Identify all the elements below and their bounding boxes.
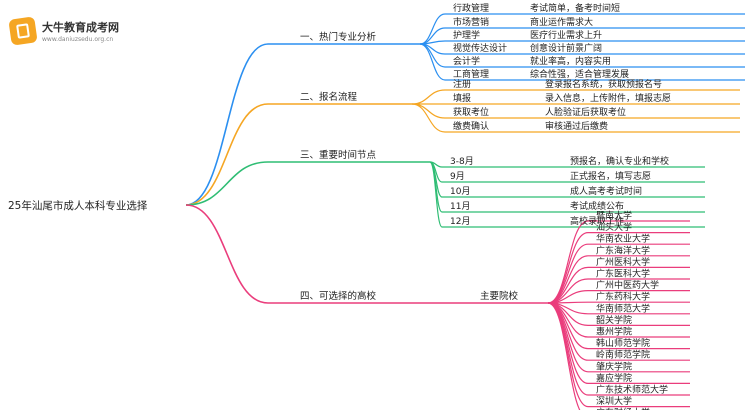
school-18-label: 广东财经大学 [596, 407, 650, 410]
branch-1-item-5-name: 会计学 [453, 55, 480, 67]
branch-4-label: 四、可选择的高校 [300, 290, 377, 302]
branch-1-label: 一、热门专业分析 [300, 31, 377, 43]
branch-3-item-1-name: 3-8月 [450, 156, 474, 167]
branch-2-item-4-connector [411, 103, 446, 133]
branch-2-label: 二、报名流程 [300, 91, 358, 103]
school-5-label: 广州医科大学 [596, 256, 650, 268]
branch-3-item-5-name: 12月 [450, 216, 470, 227]
branch-1-item-4-name: 视觉传达设计 [453, 42, 507, 54]
branch-1-item-1-desc: 考试简单，备考时间短 [530, 2, 620, 14]
branch-2-item-4-desc: 审核通过后缴费 [545, 120, 608, 132]
school-14-label: 肇庆学院 [596, 360, 632, 372]
school-1-label: 暨南大学 [596, 210, 632, 222]
branch-3-item-4-name: 11月 [450, 201, 470, 212]
branch-2-item-1-name: 注册 [453, 78, 471, 90]
branch-1-item-6-connector [419, 43, 446, 81]
branch-1-item-4-desc: 创意设计前景广阔 [530, 42, 602, 54]
branch-1-item-2-desc: 商业运作需求大 [530, 16, 593, 28]
branch-1-item-3-desc: 医疗行业需求上升 [530, 29, 602, 41]
branch-3-connector [185, 161, 269, 206]
branch-1-item-6-name: 工商管理 [453, 68, 489, 80]
branch-3-label: 三、重要时间节点 [300, 149, 377, 161]
branch-2-item-3-name: 获取考位 [453, 106, 489, 118]
school-10-label: 韶关学院 [596, 314, 632, 326]
school-18-connector [547, 302, 581, 410]
branch-3-item-5-connector [429, 161, 443, 228]
branch-2-item-1-connector [411, 89, 446, 105]
root-node-label: 25年汕尾市成人本科专业选择 [8, 199, 148, 212]
branch-3-item-2-desc: 正式报名，填写志愿 [570, 170, 651, 182]
branch-2-item-4-name: 缴费确认 [453, 120, 489, 132]
branch-1-connector [185, 43, 269, 206]
school-16-label: 广东技术师范大学 [596, 384, 668, 396]
branch-1-item-5-desc: 就业率高，内容实用 [530, 55, 611, 67]
school-17-label: 深圳大学 [596, 395, 632, 407]
school-12-label: 韩山师范学院 [596, 337, 650, 349]
branch-1-item-3-name: 护理学 [453, 29, 480, 41]
branch-4-sub-label: 主要院校 [480, 290, 519, 302]
branch-2-item-3-connector [411, 103, 446, 119]
branch-3-item-3-name: 10月 [450, 186, 470, 197]
branch-3-item-1-desc: 预报名，确认专业和学校 [570, 155, 669, 167]
school-2-label: 汕头大学 [596, 221, 632, 233]
branch-4-connector [185, 204, 269, 304]
branch-2-connector [185, 103, 269, 206]
branch-2-item-3-desc: 人脸验证后获取考位 [545, 106, 626, 118]
branch-3-item-4-connector [429, 161, 443, 213]
school-11-label: 惠州学院 [596, 326, 632, 338]
branch-3-item-2-name: 9月 [450, 171, 465, 182]
branch-1-item-2-name: 市场营销 [453, 16, 489, 28]
branch-2-item-2-name: 填报 [453, 92, 471, 104]
school-3-label: 华南农业大学 [596, 233, 650, 245]
school-2-connector [547, 232, 589, 304]
school-15-label: 嘉应学院 [596, 372, 632, 384]
branch-3-item-5-desc: 高校录取工作 [570, 215, 624, 227]
school-3-connector [547, 243, 589, 304]
school-4-label: 广东海洋大学 [596, 244, 650, 256]
site-logo: 大牛教育成考网 www.daniuzsedu.org.cn [8, 14, 128, 50]
school-6-label: 广东医科大学 [596, 268, 650, 280]
branch-3-item-4-desc: 考试成绩公布 [570, 200, 624, 212]
logo-name: 大牛教育成考网 [42, 21, 119, 34]
branch-3-item-3-desc: 成人高考考试时间 [570, 185, 642, 197]
school-8-label: 广东药科大学 [596, 291, 650, 303]
logo-url: www.daniuzsedu.org.cn [42, 36, 114, 43]
branch-1-item-1-name: 行政管理 [453, 2, 489, 14]
school-7-label: 广州中医药大学 [596, 279, 659, 291]
branch-2-item-1-desc: 登录报名系统，获取预报名号 [545, 78, 662, 90]
branch-2-item-2-desc: 录入信息，上传附件，填报志愿 [545, 92, 671, 104]
school-9-label: 华南师范大学 [596, 302, 650, 314]
branch-1-item-6-desc: 综合性强，适合管理发展 [530, 68, 629, 80]
school-13-label: 岭南师范学院 [596, 349, 650, 361]
